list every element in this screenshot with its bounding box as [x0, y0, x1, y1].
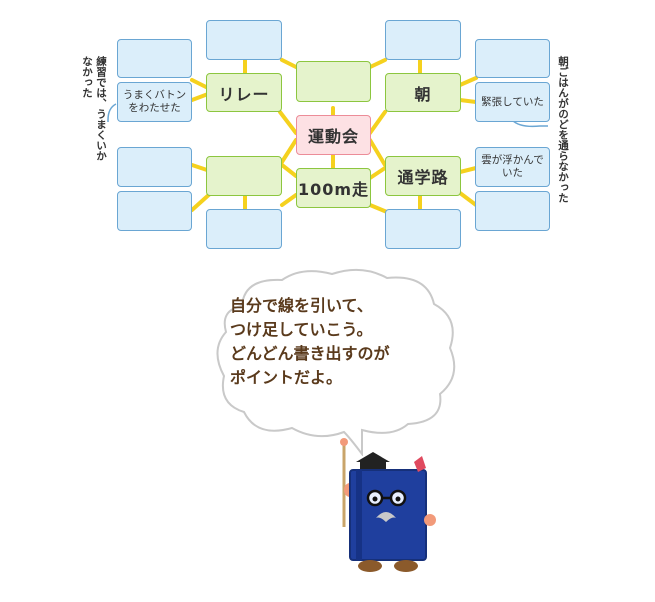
leaf-box[interactable] [117, 191, 192, 231]
leaf-box[interactable] [206, 209, 282, 249]
leaf-box[interactable] [117, 147, 192, 187]
branch-100m[interactable]: 100m走 [296, 168, 371, 208]
leaf-box[interactable] [475, 39, 550, 78]
branch-morning-label: 朝 [414, 84, 432, 104]
speech-line: つけ足していこう。 [230, 320, 373, 339]
side-note-left: 練習では、うまくいかなかった [81, 56, 107, 161]
speech-line: 自分で線を引いて、 [230, 296, 373, 315]
center-topic-label: 運動会 [307, 127, 359, 146]
leaf-box[interactable] [385, 209, 461, 249]
leaf-box-morning-note[interactable]: 緊張していた [475, 82, 550, 122]
branch-box[interactable] [206, 156, 282, 196]
branch-relay-label: リレー [218, 84, 270, 104]
leaf-box-relay-note[interactable]: うまくバトンをわたせた [117, 82, 192, 122]
relay-note-text: うまくバトンをわたせた [122, 89, 187, 114]
commute-note-text: 雲が浮かんでいた [481, 154, 544, 179]
branch-relay[interactable]: リレー [206, 73, 282, 112]
branch-box[interactable] [296, 61, 371, 102]
branch-commute-label: 通学路 [397, 168, 449, 187]
branch-100m-label: 100m走 [297, 180, 370, 199]
center-topic[interactable]: 運動会 [296, 115, 371, 155]
branch-morning[interactable]: 朝 [385, 73, 461, 112]
speech-bubble [216, 268, 456, 456]
morning-note-text: 緊張していた [481, 95, 544, 108]
leaf-box[interactable] [385, 20, 461, 60]
speech-bubble-text: 自分で線を引いて、 つけ足していこう。 どんどん書き出すのが ポイントだよ。 [230, 294, 470, 390]
leaf-box-commute-note[interactable]: 雲が浮かんでいた [475, 147, 550, 187]
leaf-box[interactable] [475, 191, 550, 231]
speech-line: ポイントだよ。 [230, 368, 343, 387]
side-note-right: 朝ごはんがのどを通らなかった [557, 56, 569, 203]
branch-commute[interactable]: 通学路 [385, 156, 461, 196]
speech-line: どんどん書き出すのが [230, 344, 390, 363]
leaf-box[interactable] [206, 20, 282, 60]
book-character [340, 438, 436, 572]
leaf-box[interactable] [117, 39, 192, 78]
